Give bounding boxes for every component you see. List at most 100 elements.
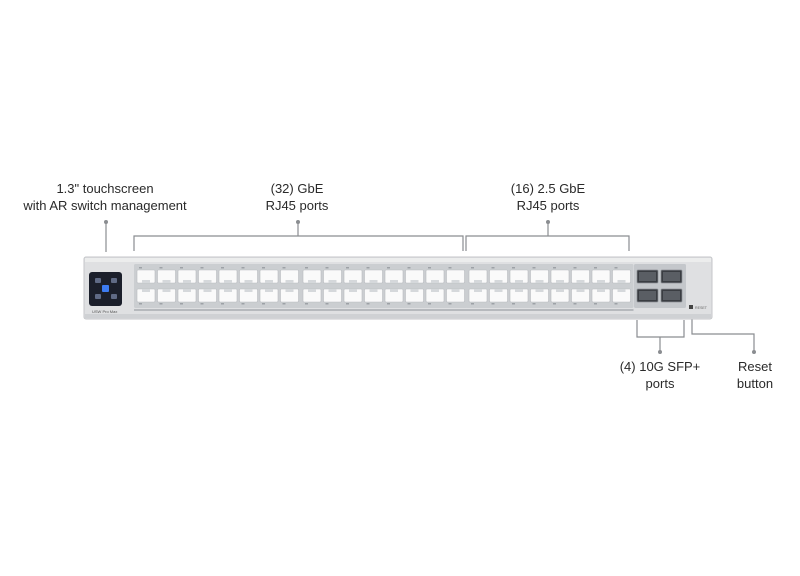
2-5gbe-group-frame xyxy=(466,264,634,308)
reset-label-line1: Reset xyxy=(738,359,772,374)
touchscreen-callout-dot xyxy=(104,220,108,224)
rj45-port-latch xyxy=(203,280,212,283)
sfp-ports-callout-label: (4) 10G SFP+ ports xyxy=(610,358,710,392)
rj45-port-latch xyxy=(617,280,626,283)
port-led xyxy=(512,303,515,305)
rj45-port-latch xyxy=(224,280,232,283)
port-led xyxy=(221,267,224,269)
rj45-port-latch xyxy=(617,289,626,292)
rj45-port-latch xyxy=(349,280,357,283)
2-5gbe-bracket xyxy=(465,235,630,251)
rj45-port-latch xyxy=(328,280,337,283)
port-led xyxy=(471,267,474,269)
reset-button-label: RESET xyxy=(695,306,708,310)
rj45-port-latch xyxy=(162,289,171,292)
sfp-label-line1: (4) 10G SFP+ xyxy=(619,359,701,374)
port-led xyxy=(428,267,431,269)
rj45-port-latch xyxy=(451,289,460,292)
rj45-port-latch xyxy=(410,280,419,283)
port-led xyxy=(387,303,390,305)
rj45-port-latch xyxy=(308,289,316,292)
2-5gbe-label-line1: (16) 2.5 GbE xyxy=(510,181,586,196)
gbe-group-1-base xyxy=(134,309,302,311)
rj45-port-latch xyxy=(142,289,150,292)
rj45-port-latch xyxy=(451,280,460,283)
port-led xyxy=(532,267,536,269)
port-led xyxy=(200,267,204,269)
rj45-port-latch xyxy=(244,280,253,283)
rj45-port-latch xyxy=(390,280,398,283)
rj45-port-latch xyxy=(535,280,544,283)
port-led xyxy=(282,303,286,305)
port-led xyxy=(491,267,495,269)
rj45-port-latch xyxy=(474,280,482,283)
touchscreen-icon-2 xyxy=(111,278,117,283)
port-led xyxy=(573,267,577,269)
rj45-port-latch xyxy=(474,289,482,292)
chassis-top-highlight xyxy=(85,258,711,262)
rj45-port-latch xyxy=(576,289,585,292)
port-led xyxy=(325,267,329,269)
rj45-port-latch xyxy=(597,280,605,283)
touchscreen-callout-label: 1.3" touchscreen with AR switch manageme… xyxy=(10,180,200,214)
port-led xyxy=(139,303,142,305)
rj45-port-latch xyxy=(142,280,150,283)
rj45-port-latch xyxy=(349,289,357,292)
sfp-callout-dot xyxy=(658,350,662,354)
sfp-port-inner xyxy=(639,291,656,300)
port-led xyxy=(428,303,431,305)
rj45-port-latch xyxy=(576,280,585,283)
gbe-callout-dot xyxy=(296,220,300,224)
port-led xyxy=(573,303,577,305)
port-led xyxy=(614,267,618,269)
rj45-port-latch xyxy=(285,280,294,283)
reset-callout-label: Reset button xyxy=(720,358,790,392)
gbe-group-2-base xyxy=(300,309,468,311)
callout-lines xyxy=(104,220,756,354)
sfp-port-inner xyxy=(639,272,656,281)
rj45-port-latch xyxy=(515,280,523,283)
touchscreen-icon-4 xyxy=(111,294,117,299)
2-5gbe-label-line2: RJ45 ports xyxy=(516,198,580,213)
port-led xyxy=(532,303,536,305)
sfp-label-line2: ports xyxy=(645,376,675,391)
rj45-port-latch xyxy=(328,289,337,292)
gbe-label-line2: RJ45 ports xyxy=(265,198,329,213)
rj45-port-latch xyxy=(369,280,378,283)
rj45-port-latch xyxy=(265,289,273,292)
chassis-bottom-shade xyxy=(85,314,711,318)
port-led xyxy=(262,267,265,269)
rj45-port-latch xyxy=(369,289,378,292)
port-led xyxy=(553,303,556,305)
port-led xyxy=(512,267,515,269)
sfp-port-inner xyxy=(663,272,680,281)
rj45-port-latch xyxy=(183,280,191,283)
sfp-port-inner xyxy=(663,291,680,300)
gbe-label-line1: (32) GbE xyxy=(270,181,324,196)
port-led xyxy=(471,303,474,305)
port-led xyxy=(366,303,370,305)
rj45-port-latch xyxy=(556,289,564,292)
rj45-port-latch xyxy=(203,289,212,292)
sfp-bracket xyxy=(636,320,685,338)
port-led xyxy=(594,303,597,305)
rj45-port-latch xyxy=(308,280,316,283)
reset-callout-dot xyxy=(752,350,756,354)
touchscreen-center-icon xyxy=(102,285,109,292)
port-led xyxy=(221,303,224,305)
rj45-port-latch xyxy=(224,289,232,292)
port-led xyxy=(325,303,329,305)
port-led xyxy=(448,303,452,305)
rj45-port-latch xyxy=(244,289,253,292)
gbe-ports-callout-label: (32) GbE RJ45 ports xyxy=(232,180,362,214)
rj45-port-latch xyxy=(162,280,171,283)
port-led xyxy=(241,267,245,269)
2-5gbe-callout-dot xyxy=(546,220,550,224)
port-led xyxy=(614,303,618,305)
touchscreen-icon-1 xyxy=(95,278,101,283)
rj45-port-latch xyxy=(515,289,523,292)
rj45-port-latch xyxy=(410,289,419,292)
gbe-group-2-frame xyxy=(300,264,468,308)
